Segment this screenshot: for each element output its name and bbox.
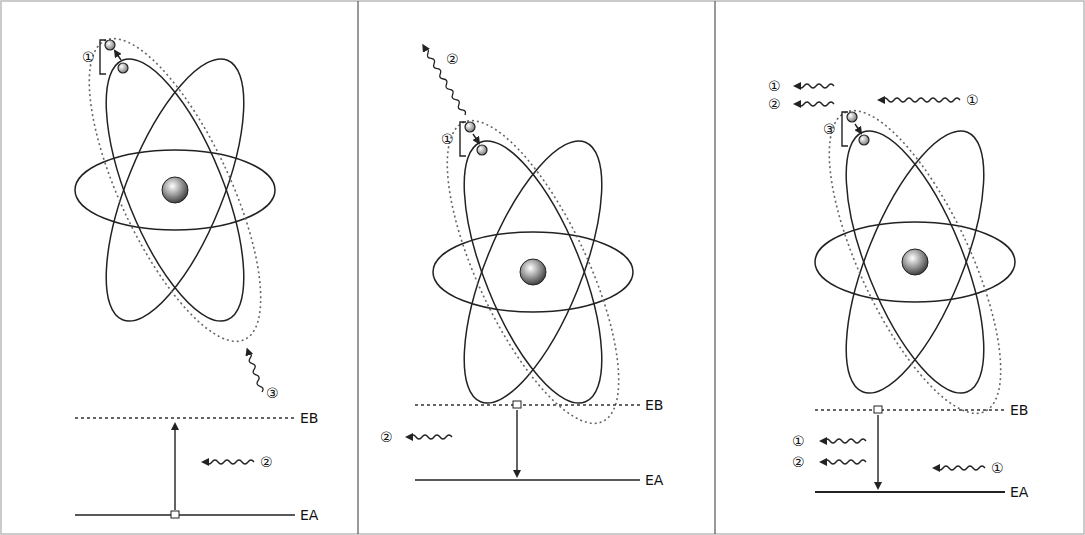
photon-wave bbox=[422, 45, 467, 116]
energy-level-label: EA bbox=[1010, 485, 1028, 499]
callout-number: ① bbox=[966, 93, 979, 107]
energy-diagram bbox=[75, 418, 295, 518]
energy-diagram bbox=[407, 401, 640, 480]
electron-transition bbox=[100, 40, 128, 74]
callout-number: ③ bbox=[823, 122, 836, 136]
callout-number: ② bbox=[792, 455, 805, 469]
callout-number: ① bbox=[82, 50, 95, 64]
electron-transition bbox=[842, 112, 869, 146]
callout-number: ① bbox=[441, 132, 454, 146]
atom bbox=[55, 17, 294, 363]
callout-number: ② bbox=[446, 52, 459, 66]
energy-level-label: EB bbox=[300, 411, 318, 425]
energy-diagram bbox=[815, 406, 1005, 492]
callout-number: ① bbox=[991, 461, 1004, 475]
atom bbox=[413, 99, 652, 445]
electron-transition bbox=[460, 122, 487, 156]
photon-wave bbox=[795, 84, 960, 106]
callout-number: ① bbox=[768, 79, 781, 93]
energy-level-label: EB bbox=[645, 398, 663, 412]
callout-number: ② bbox=[260, 455, 273, 469]
photon-wave bbox=[245, 349, 263, 393]
callout-number: ② bbox=[380, 430, 393, 444]
energy-level-label: EB bbox=[1010, 403, 1028, 417]
atom bbox=[795, 89, 1034, 435]
callout-number: ① bbox=[792, 434, 805, 448]
callout-number: ③ bbox=[266, 386, 279, 400]
energy-level-label: EA bbox=[645, 473, 663, 487]
callout-number: ② bbox=[768, 97, 781, 111]
energy-level-label: EA bbox=[300, 508, 318, 522]
